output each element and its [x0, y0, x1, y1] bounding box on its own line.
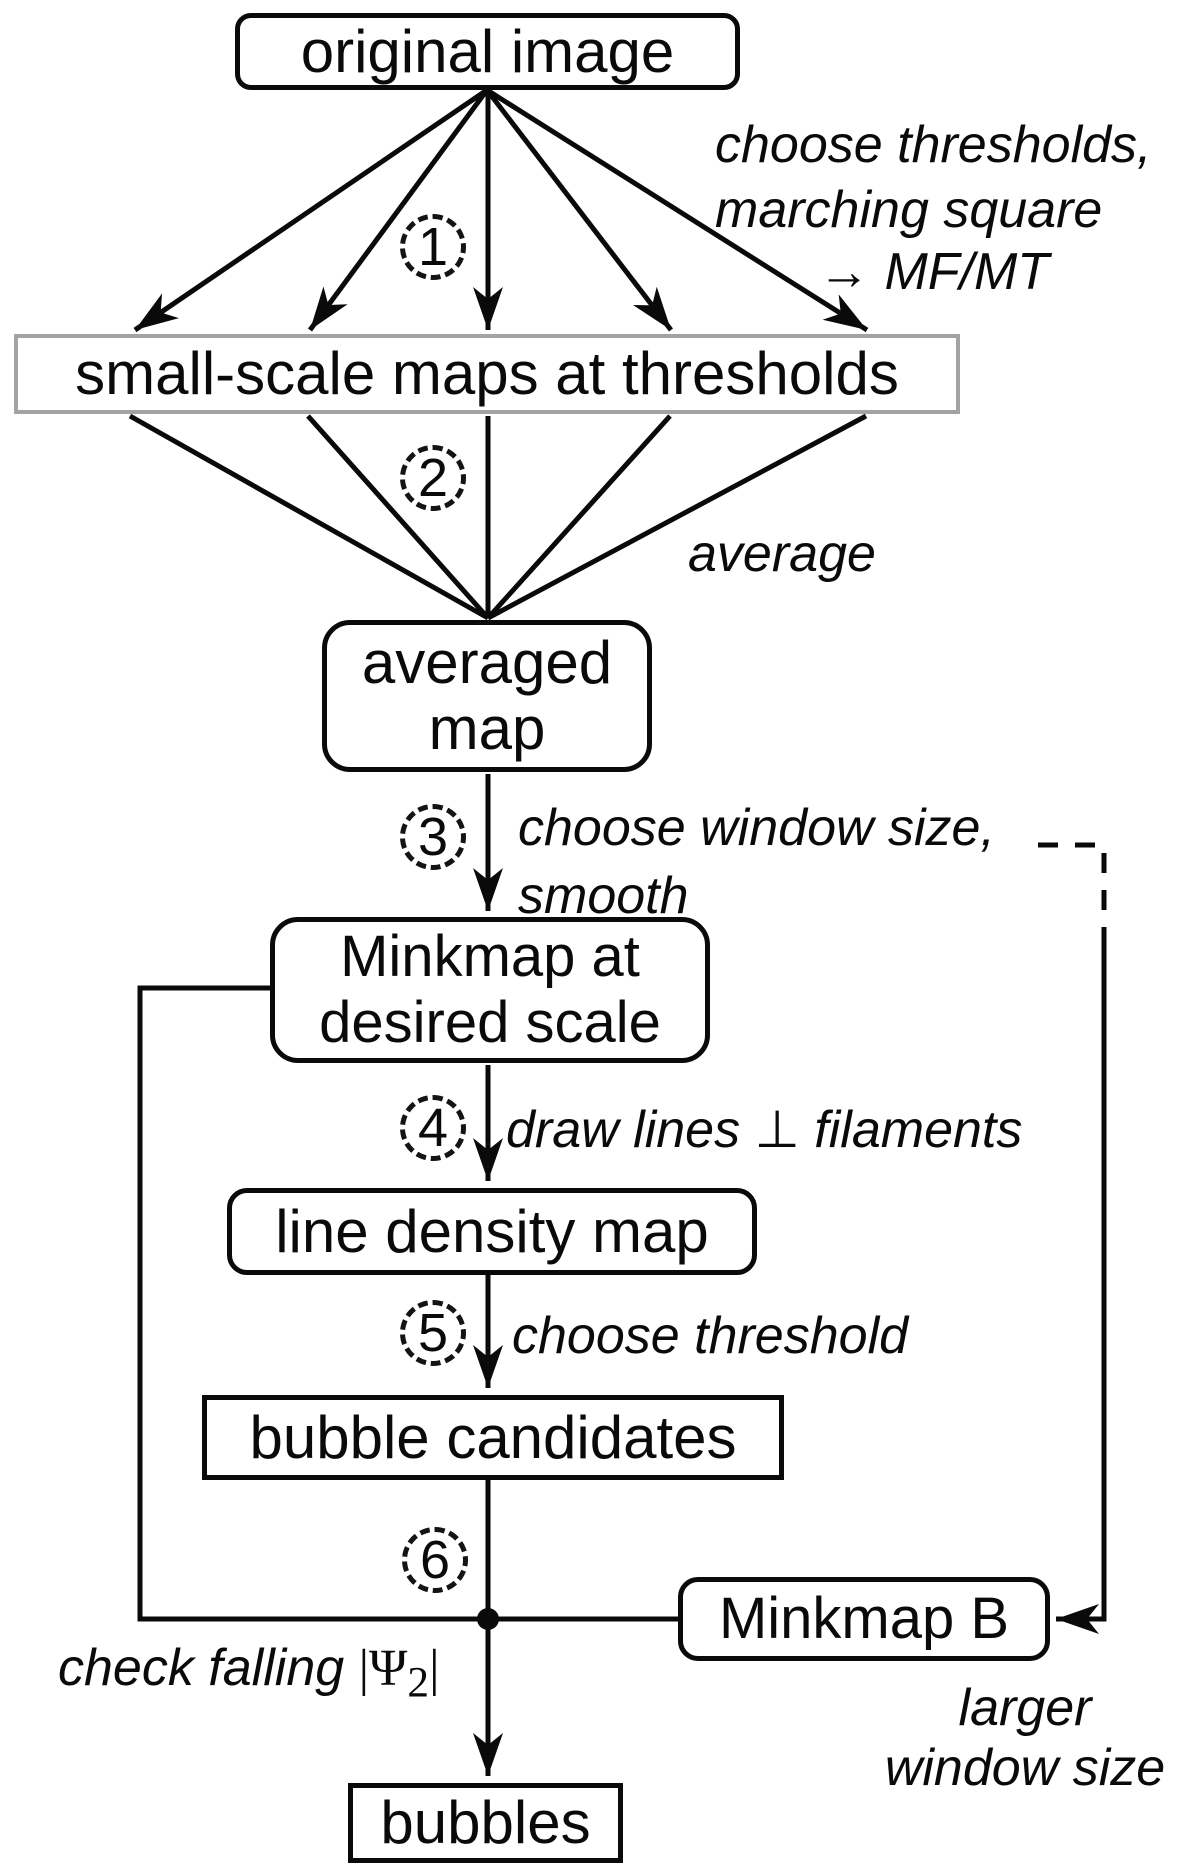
label-larger-window-size: larger window size [840, 1678, 1200, 1798]
node-averaged-map-line2: map [428, 695, 546, 762]
step-6-number: 6 [419, 1530, 451, 1590]
label-step4-draw-lines: draw lines ⊥ filaments [506, 1101, 1023, 1159]
node-minkmap-desired-line2: desired scale [319, 990, 661, 1055]
label-step1-line1: choose thresholds, [715, 116, 1152, 174]
node-line-density-map-label: line density map [275, 1197, 709, 1265]
label-step3-line2: smooth [518, 867, 689, 925]
node-minkmap-desired-line1: Minkmap at [340, 924, 640, 989]
label-step2-average: average [688, 525, 876, 583]
label-step6-check-falling: check falling |Ψ2| [58, 1638, 439, 1712]
step-5-number: 5 [417, 1303, 449, 1363]
edge-right-loop-dashed [1038, 842, 1107, 928]
node-line-density-map: line density map [227, 1188, 757, 1275]
step-2-number: 2 [417, 448, 449, 508]
node-bubble-candidates-label: bubble candidates [249, 1403, 737, 1471]
node-bubbles-label: bubbles [380, 1789, 591, 1856]
edge-fan1-a [133, 87, 489, 333]
step-3-badge: 3 [400, 804, 466, 870]
step-6-badge: 6 [402, 1527, 468, 1593]
step-2-badge: 2 [400, 445, 466, 511]
node-averaged-map: averaged map [322, 620, 652, 772]
edge-left-loop [137, 985, 488, 1622]
step-4-badge: 4 [400, 1095, 466, 1161]
node-averaged-map-line1: averaged [361, 629, 613, 696]
step-1-number: 1 [417, 217, 449, 277]
node-small-scale-maps: small-scale maps at thresholds [14, 334, 960, 414]
node-original-image: original image [235, 13, 740, 90]
edge-fan2-e [486, 413, 868, 621]
node-minkmap-desired-scale: Minkmap at desired scale [270, 917, 710, 1063]
edge-fan1-e [485, 87, 869, 333]
node-minkmap-b-label: Minkmap B [718, 1586, 1010, 1651]
node-bubbles: bubbles [348, 1783, 623, 1863]
edge-fan1-d [485, 88, 673, 332]
node-small-scale-maps-label: small-scale maps at thresholds [75, 340, 899, 407]
psi-subscript: 2 [407, 1658, 430, 1707]
edge-fan2-a [128, 413, 490, 621]
edge-fan1-b [307, 88, 490, 332]
psi-symbol: |Ψ [358, 1640, 408, 1697]
node-original-image-label: original image [300, 17, 675, 85]
step-5-badge: 5 [400, 1300, 466, 1366]
step-1-badge: 1 [400, 214, 466, 280]
label-step3-line1: choose window size, [518, 799, 995, 857]
junction-dot [477, 1608, 499, 1630]
node-bubble-candidates: bubble candidates [202, 1395, 784, 1480]
psi-close-bar: | [429, 1640, 440, 1697]
label-step1-line2: marching square [715, 181, 1103, 239]
step-4-number: 4 [417, 1098, 449, 1158]
label-step1-line3: → MF/MT [818, 243, 1050, 301]
edge-fan2-b [306, 414, 490, 620]
label-larger: larger [958, 1679, 1092, 1737]
edge-fan2-d [486, 414, 672, 620]
node-minkmap-b: Minkmap B [678, 1577, 1050, 1661]
step-3-number: 3 [417, 807, 449, 867]
label-step6-prefix: check falling [58, 1639, 359, 1697]
label-step5-choose-threshold: choose threshold [512, 1307, 909, 1365]
edge-right-loop-solid [1056, 928, 1107, 1634]
label-window-size: window size [884, 1739, 1166, 1797]
